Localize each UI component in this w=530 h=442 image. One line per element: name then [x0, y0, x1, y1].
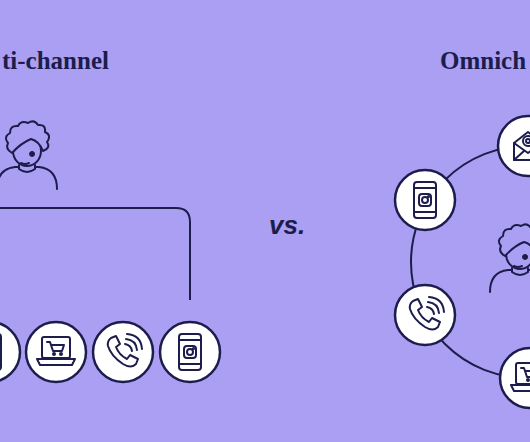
- section-heading: Omnich: [440, 46, 526, 76]
- section-heading: ti-channel: [2, 46, 109, 76]
- versus-label: vs.: [269, 210, 305, 240]
